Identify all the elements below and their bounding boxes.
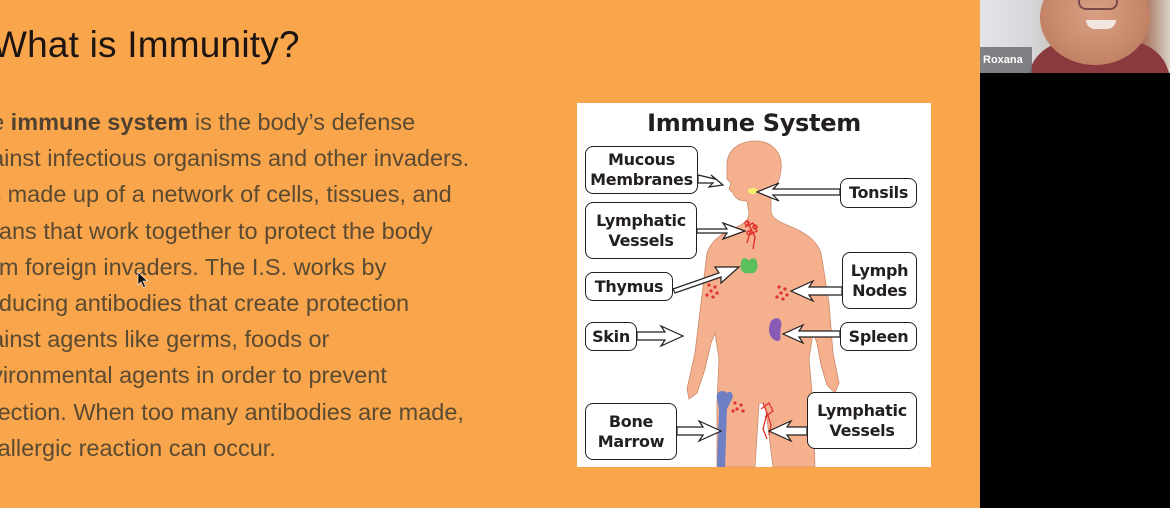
- body-line: gainst infectious organisms and other in…: [0, 145, 470, 172]
- label-tonsils: Tonsils: [840, 178, 917, 208]
- body-silhouette: [686, 140, 840, 467]
- label-lymphatic-vessels-bottom: Lymphatic Vessels: [807, 392, 917, 449]
- mouse-cursor-icon: [137, 271, 149, 288]
- label-bone-marrow: Bone Marrow: [585, 403, 677, 460]
- body-line: rom foreign invaders. The I.S. works by: [0, 253, 387, 280]
- body-line: n allergic reaction can occur.: [0, 434, 276, 461]
- immune-system-diagram: Immune System: [577, 103, 931, 467]
- lymph-nodes-left: [705, 283, 719, 299]
- human-body-illustration: [636, 140, 843, 467]
- label-skin: Skin: [585, 322, 637, 351]
- empty-video-panel: [980, 73, 1170, 508]
- body-line: gainst agents like germs, foods or: [0, 326, 330, 353]
- label-lymph-nodes: Lymph Nodes: [842, 252, 917, 309]
- bone-marrow-marker: [716, 391, 733, 467]
- label-thymus: Thymus: [585, 272, 673, 301]
- body-line: roducing antibodies that create protecti…: [0, 290, 410, 317]
- video-feed-smile: [1086, 20, 1116, 29]
- neck-lymphatic-vessels: [744, 220, 758, 250]
- body-line: rgans that work together to protect the …: [0, 217, 433, 244]
- label-lymphatic-vessels-top: Lymphatic Vessels: [585, 202, 697, 259]
- slide-body-text: he immune system is the body’s defense g…: [0, 104, 538, 466]
- body-line: t’s made up of a network of cells, tissu…: [0, 181, 452, 208]
- body-line: nvironmental agents in order to prevent: [0, 362, 387, 389]
- lymph-nodes-right: [775, 285, 789, 301]
- body-line: he immune system is the body’s defense: [0, 109, 416, 135]
- thymus-marker: [740, 258, 758, 274]
- slide-title: What is Immunity?: [0, 24, 300, 65]
- diagram-title: Immune System: [647, 109, 861, 137]
- participant-name-tag: Roxana: [980, 47, 1032, 73]
- label-spleen: Spleen: [840, 322, 917, 351]
- bold-term: immune system: [10, 109, 189, 135]
- groin-lymph-nodes: [731, 401, 745, 413]
- presentation-slide: What is Immunity? he immune system is th…: [0, 0, 980, 508]
- label-mucous-membranes: Mucous Membranes: [585, 146, 698, 194]
- tonsils-marker: [748, 188, 758, 194]
- body-line: nfection. When too many antibodies are m…: [0, 398, 464, 425]
- participant-video-tile[interactable]: Roxana: [980, 0, 1170, 73]
- spleen-marker: [769, 318, 782, 341]
- video-feed-glasses: [1078, 0, 1118, 10]
- pointer-arrows: [636, 174, 843, 443]
